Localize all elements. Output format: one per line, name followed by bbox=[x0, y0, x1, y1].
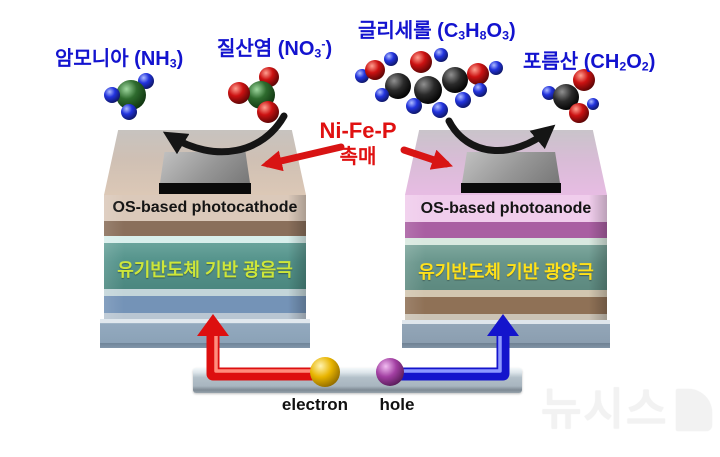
cathode-reaction-arrow bbox=[162, 112, 288, 156]
anode-layer-tan-strip bbox=[405, 290, 607, 297]
hole-sphere bbox=[376, 358, 404, 386]
cathode-catalyst-edge bbox=[159, 183, 251, 194]
formic-acid-label: 포름산 (CH2O2) bbox=[523, 51, 656, 74]
nitrate-molecule bbox=[228, 67, 279, 123]
anode-korean-label: 유기반도체 기반 광양극 bbox=[418, 262, 594, 282]
cathode-layer-cyan-thin bbox=[104, 236, 306, 243]
catalyst-label: Ni-Fe-P 촉매 bbox=[296, 118, 420, 170]
glycerol-label: 글리세롤 (C3H8O3) bbox=[358, 20, 516, 43]
electron-sphere bbox=[310, 357, 340, 387]
cathode-active-layer bbox=[104, 243, 306, 289]
anode-layer-purple bbox=[405, 222, 607, 238]
electron-label: electron bbox=[281, 395, 349, 414]
hole-label: hole bbox=[379, 395, 415, 414]
anode-layer-mint-thin bbox=[405, 238, 607, 245]
glycerol-molecule bbox=[355, 48, 503, 118]
ammonia-molecule bbox=[104, 73, 154, 120]
anode-title: OS-based photoanode bbox=[420, 200, 592, 217]
formic-acid-molecule bbox=[542, 69, 599, 123]
anode-layer-brown bbox=[405, 297, 607, 314]
anode-top-band bbox=[405, 195, 607, 222]
anode-active-layer bbox=[405, 245, 607, 290]
catalyst-pointer-left-arrow bbox=[260, 143, 345, 172]
cathode-title: OS-based photocathode bbox=[112, 199, 298, 216]
anode-catalyst-film bbox=[462, 152, 560, 183]
hole-wire-arrow bbox=[383, 314, 519, 381]
catalyst-label-line2: 촉매 bbox=[339, 146, 377, 168]
cathode-layer-brown bbox=[104, 221, 306, 236]
catalyst-pointer-right-arrow bbox=[400, 146, 453, 170]
nitrate-label: 질산염 (NO3-) bbox=[217, 37, 333, 61]
cathode-layer-strip bbox=[104, 289, 306, 296]
watermark-text: 뉴시스 bbox=[541, 385, 669, 434]
anode-reaction-arrow bbox=[445, 117, 556, 154]
cathode-layer-blue bbox=[104, 296, 306, 313]
cathode-top-band bbox=[104, 195, 306, 221]
electron-wire-arrow bbox=[197, 314, 332, 381]
watermark-logo-icon bbox=[676, 389, 713, 431]
catalyst-label-line1: Ni-Fe-P bbox=[319, 118, 397, 143]
anode-catalyst-edge bbox=[461, 183, 561, 193]
ammonia-label: 암모니아 (NH3) bbox=[55, 48, 184, 71]
cathode-layer-strip2 bbox=[104, 313, 306, 319]
anode-layer-strip2 bbox=[405, 314, 607, 320]
cathode-korean-label: 유기반도체 기반 광음극 bbox=[117, 260, 293, 280]
cathode-catalyst-film bbox=[160, 152, 250, 183]
watermark: 뉴시스 bbox=[541, 385, 713, 434]
